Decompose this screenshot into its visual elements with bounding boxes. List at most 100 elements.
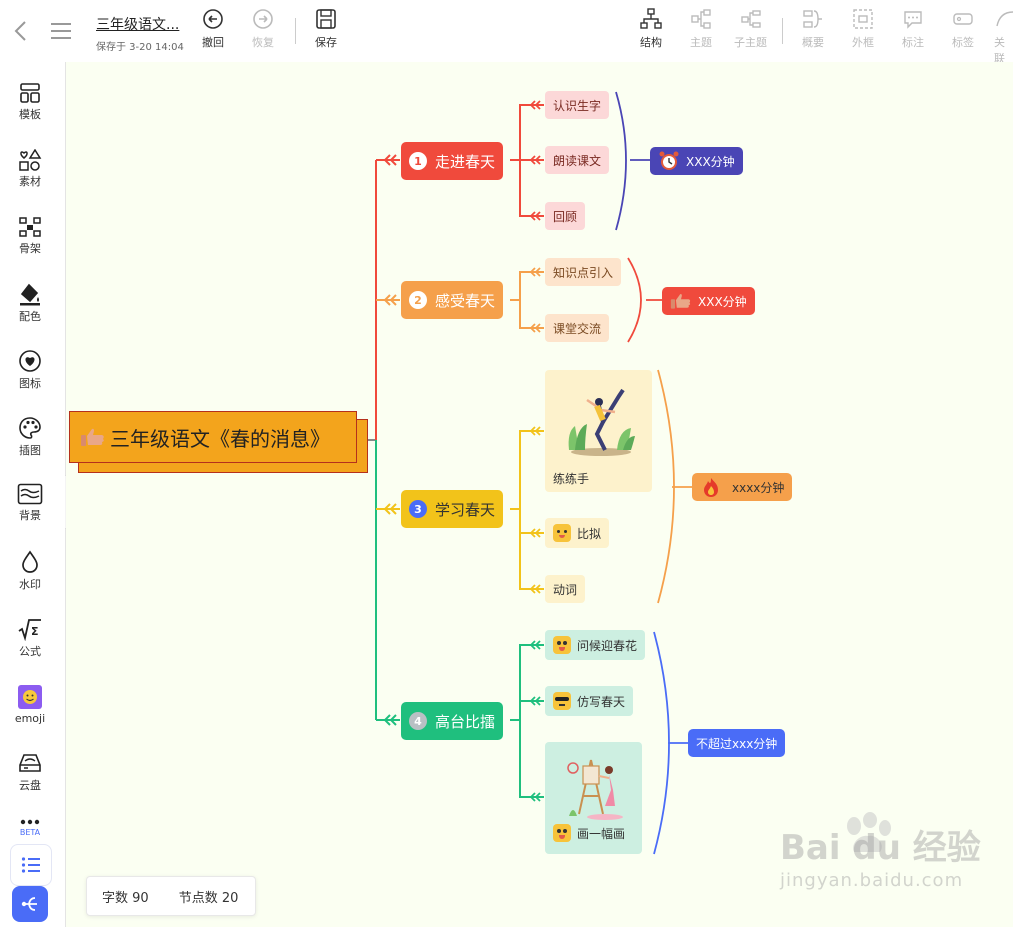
- sidebar-label: 公式: [19, 645, 41, 658]
- note-label: 标注: [902, 36, 924, 49]
- branch-number: 3: [409, 500, 427, 518]
- structure-button[interactable]: 结构: [640, 8, 662, 50]
- topic-label: 主题: [690, 36, 712, 49]
- summary-button[interactable]: 概要: [802, 8, 824, 50]
- sidebar-item-watermark[interactable]: 水印: [0, 550, 60, 592]
- redo-label: 恢复: [252, 36, 274, 49]
- subtopic-label: 知识点引入: [553, 265, 614, 280]
- sunglasses-emoji-icon: [553, 692, 571, 710]
- paint-bucket-icon: [20, 283, 40, 306]
- cloud-drive-icon: [19, 754, 41, 772]
- topic-button[interactable]: 主题: [690, 8, 712, 50]
- summary-label: 概要: [802, 36, 824, 49]
- note-button[interactable]: 标注: [902, 8, 924, 50]
- subtopic-button[interactable]: 子主题: [734, 8, 767, 50]
- subtopic-icon: [740, 10, 761, 28]
- tag-button[interactable]: 标签: [952, 8, 974, 50]
- sidebar-item-cloud[interactable]: 云盘: [0, 751, 60, 793]
- subtopic-node[interactable]: 比拟: [545, 518, 610, 548]
- branch-label: 高台比擂: [435, 712, 496, 731]
- subtopic-node[interactable]: 仿写春天: [545, 686, 634, 716]
- subtopic-node-with-image[interactable]: 画一幅画: [545, 742, 642, 854]
- sidebar-item-icon[interactable]: 图标: [0, 349, 60, 391]
- sidebar-label: 配色: [19, 310, 41, 323]
- subtopic-node-with-image[interactable]: 练练手: [545, 370, 652, 492]
- document-stats: 字数 90 节点数 20: [86, 876, 256, 916]
- relation-button[interactable]: 关联: [994, 8, 1013, 66]
- mindmap-view-button[interactable]: [12, 886, 48, 922]
- flame-icon: [704, 478, 718, 497]
- undo-label: 撤回: [202, 36, 224, 49]
- subtopic-label: 仿写春天: [577, 694, 626, 709]
- mindmap-canvas[interactable]: [66, 62, 1013, 927]
- summary-node-3[interactable]: xxxx分钟: [692, 473, 793, 501]
- painting-illustration: [567, 759, 623, 820]
- summary-label: XXX分钟: [698, 294, 747, 309]
- sidebar-item-emoji[interactable]: emoji: [0, 684, 60, 725]
- subtopic-label: 子主题: [734, 36, 767, 49]
- subtopic-node[interactable]: 认识生字: [545, 91, 610, 119]
- watermark-url: jingyan.baidu.com: [780, 870, 964, 891]
- branch-node-1[interactable]: 1 走进春天: [401, 142, 504, 180]
- structure-icon: [640, 8, 662, 29]
- sidebar-item-skeleton[interactable]: 骨架: [0, 216, 60, 256]
- subtopic-node[interactable]: 知识点引入: [545, 258, 622, 286]
- outline-view-button[interactable]: [10, 844, 52, 886]
- summary-node-2[interactable]: XXX分钟: [662, 287, 755, 315]
- sidebar-item-formula[interactable]: Σ 公式: [0, 617, 60, 659]
- mindmap-icon: [21, 897, 37, 911]
- background-icon: [17, 483, 43, 505]
- sidebar-item-illustration[interactable]: 插图: [0, 416, 60, 458]
- subtopic-label: 问候迎春花: [577, 638, 638, 653]
- emoji-face-icon: [553, 636, 571, 654]
- subtopic-node[interactable]: 回顾: [545, 202, 586, 230]
- branch-number: 4: [409, 712, 427, 730]
- root-label: 三年级语文《春的消息》: [110, 426, 330, 451]
- thumbs-up-icon: [670, 294, 691, 309]
- template-icon: [20, 83, 40, 103]
- root-node[interactable]: 三年级语文《春的消息》: [69, 411, 357, 463]
- subtopic-label: 认识生字: [553, 98, 602, 113]
- save-icon: [316, 9, 336, 29]
- frame-icon: [853, 9, 873, 29]
- undo-button[interactable]: 撤回: [202, 8, 224, 50]
- menu-icon[interactable]: [50, 22, 72, 44]
- baidu-paw-logo: [847, 812, 891, 852]
- svg-text:Σ: Σ: [31, 625, 39, 638]
- tag-icon: [953, 13, 973, 25]
- subtopic-node[interactable]: 课堂交流: [545, 314, 610, 342]
- formula-icon: Σ: [18, 619, 41, 641]
- branch-node-3[interactable]: 3 学习春天: [401, 490, 504, 528]
- sidebar-item-more[interactable]: BETA: [0, 818, 60, 837]
- sidebar-item-material[interactable]: 素材: [0, 149, 60, 189]
- redo-button[interactable]: 恢复: [252, 8, 274, 50]
- subtopic-node[interactable]: 动词: [545, 575, 586, 603]
- save-status: 保存于 3-20 14:04: [96, 42, 184, 53]
- watermark-text: Bai du 经验: [780, 828, 981, 868]
- node-count: 节点数 20: [178, 890, 239, 906]
- sidebar-item-background[interactable]: 背景: [0, 483, 60, 523]
- heart-icon: [19, 350, 41, 372]
- yoga-illustration: [568, 388, 635, 456]
- document-title[interactable]: 三年级语文...: [96, 17, 180, 33]
- relation-icon: [996, 11, 1013, 27]
- save-button[interactable]: 保存: [315, 8, 337, 50]
- structure-label: 结构: [640, 36, 662, 49]
- sidebar-item-template[interactable]: 模板: [0, 82, 60, 122]
- frame-button[interactable]: 外框: [852, 8, 874, 50]
- subtopic-node[interactable]: 朗读课文: [545, 146, 610, 174]
- summary-label: 不超过xxx分钟: [696, 736, 778, 751]
- beta-badge: BETA: [19, 828, 41, 837]
- back-icon[interactable]: [12, 20, 30, 46]
- save-label: 保存: [315, 36, 337, 49]
- list-icon: [21, 857, 40, 873]
- branch-number: 1: [409, 152, 427, 170]
- summary-node-4[interactable]: 不超过xxx分钟: [688, 729, 786, 757]
- sidebar-label: 图标: [19, 377, 41, 390]
- subtopic-node[interactable]: 问候迎春花: [545, 630, 646, 660]
- sidebar-item-color[interactable]: 配色: [0, 282, 60, 324]
- branch-node-2[interactable]: 2 感受春天: [401, 281, 504, 319]
- sidebar-label: 模板: [19, 108, 41, 121]
- summary-node-1[interactable]: XXX分钟: [650, 147, 743, 175]
- branch-node-4[interactable]: 4 高台比擂: [401, 702, 504, 740]
